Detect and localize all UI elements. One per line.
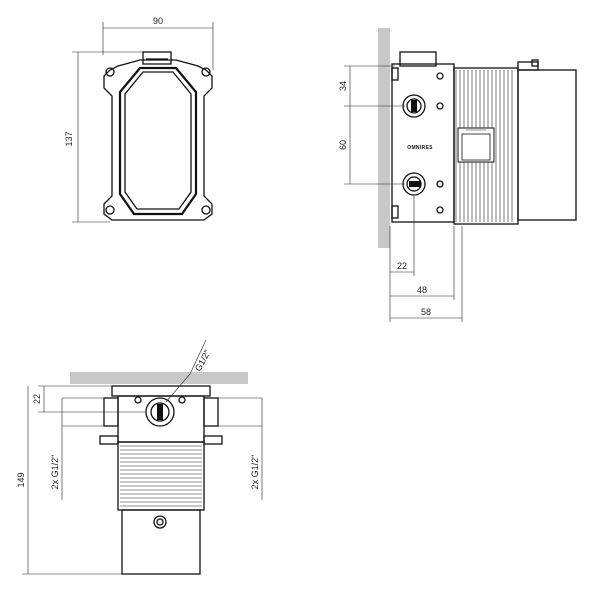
side-lug-bottom [391, 205, 399, 219]
side-label-plate-inner [461, 133, 491, 161]
front-inner-octagon-inner [124, 71, 192, 210]
side-port-1 [402, 94, 426, 118]
thread-left-label: 2x G1/2" [50, 455, 60, 490]
bottom-port-inner [150, 402, 170, 422]
front-frame-outline [103, 59, 213, 221]
side-port-1-slot [411, 100, 417, 112]
side-hole-2 [436, 180, 444, 188]
thread-right-label: 2x G1/2" [250, 455, 260, 490]
dim-48-label: 48 [417, 285, 427, 295]
dim-22-label: 22 [397, 261, 407, 271]
front-inner-octagon [118, 66, 198, 216]
bottom-rear-box [121, 509, 201, 575]
thread-top-leader-2 [189, 339, 207, 375]
side-body [391, 63, 455, 223]
side-top-cap [399, 51, 437, 67]
width-dim-label: 90 [153, 16, 163, 26]
side-rear-clip-tab [531, 59, 539, 67]
mount-hole-top-right [201, 67, 211, 77]
bottom-port-slot [157, 404, 163, 420]
bottom-view: G1/2" [16, 339, 263, 575]
side-view: 34 60 [338, 28, 577, 322]
dim-58-label: 58 [421, 307, 431, 317]
mount-hole-bottom-right [201, 205, 211, 215]
side-lug-top [391, 67, 399, 81]
bottom-rear-hole [153, 515, 167, 529]
side-hole-1 [436, 102, 444, 110]
wall [378, 28, 390, 248]
front-top-cap [142, 51, 172, 65]
dim-34-label: 34 [338, 81, 348, 91]
bottom-tab-right [203, 435, 223, 445]
side-label-plate [457, 127, 495, 163]
height-dim-label: 137 [64, 131, 74, 146]
thread-top-leader [165, 373, 191, 403]
side-rear-box [517, 69, 577, 221]
bottom-rear-hole-inner [156, 518, 164, 526]
mount-hole-top-left [105, 67, 115, 77]
brand-label: OMNIRES [407, 145, 433, 151]
dim-bottom-22-label: 22 [32, 394, 42, 404]
dim-149-label: 149 [16, 472, 26, 487]
bottom-sleeve [117, 441, 205, 511]
bottom-wall [70, 372, 248, 384]
bottom-sleeve-threads [120, 445, 202, 507]
side-port-2 [402, 172, 426, 196]
mount-hole-bottom-left [105, 205, 115, 215]
front-view: 90 137 [64, 16, 214, 223]
bottom-boss-right [203, 397, 219, 427]
thread-top-label: G1/2" [193, 348, 212, 373]
bottom-hole-left [134, 396, 142, 404]
dim-60-label: 60 [338, 140, 348, 150]
side-hole-top [436, 72, 444, 80]
bottom-tab-left [99, 435, 119, 445]
side-port-1-inner [406, 98, 422, 114]
side-hole-bottom [436, 206, 444, 214]
bottom-hole-right [178, 396, 186, 404]
side-port-2-slot [409, 181, 421, 187]
bottom-flange [111, 385, 211, 397]
